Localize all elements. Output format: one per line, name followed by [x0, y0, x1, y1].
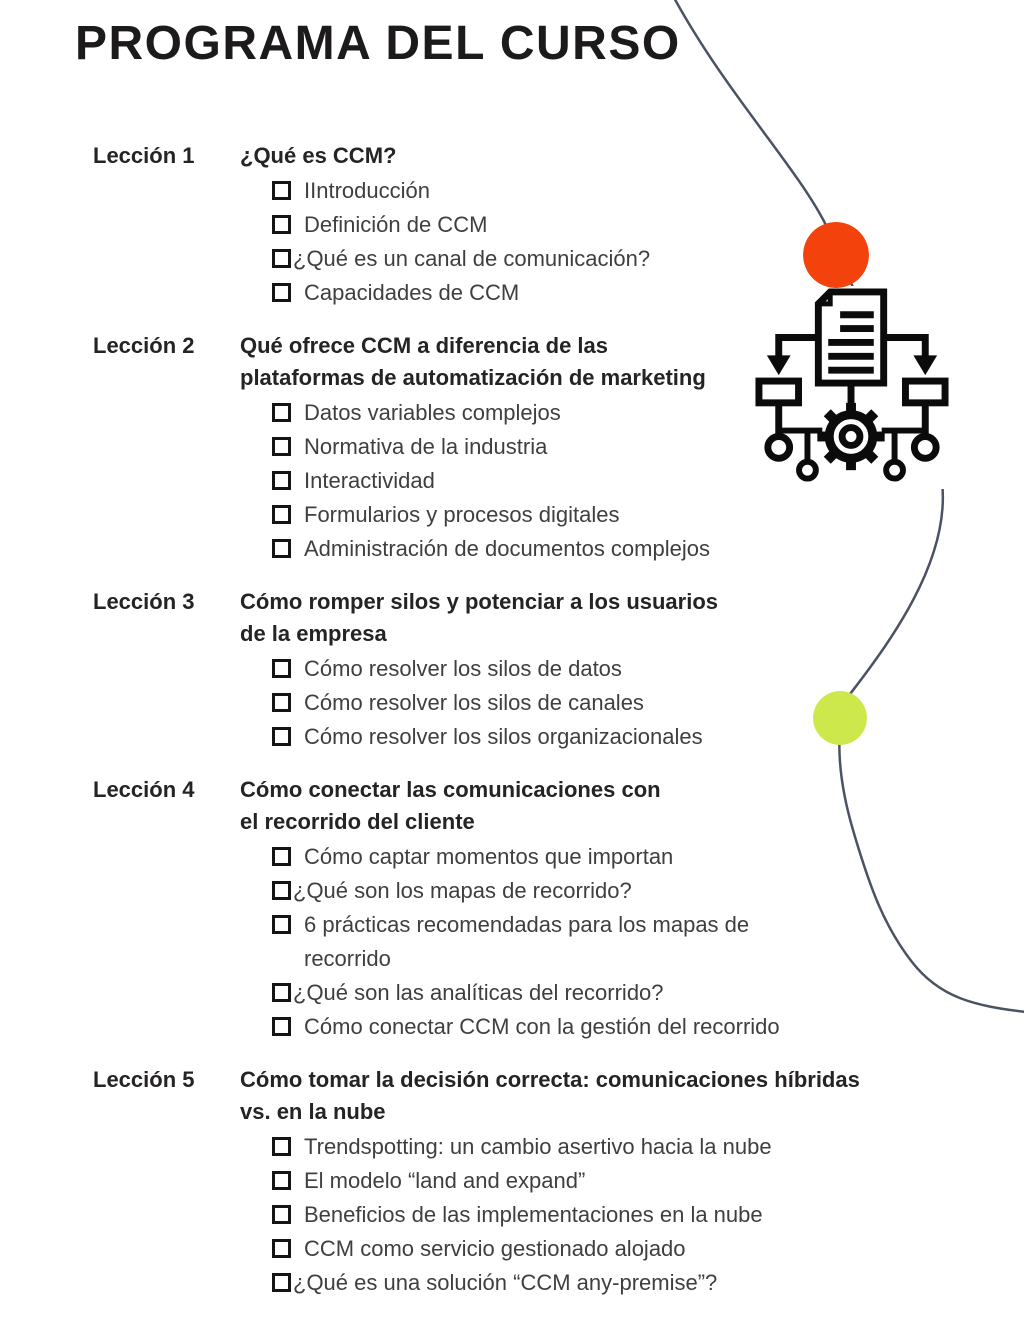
page-title: PROGRAMA DEL CURSO [75, 17, 681, 70]
checkbox[interactable] [272, 659, 291, 678]
item-label: El modelo “land and expand” [304, 1168, 586, 1193]
checkbox[interactable] [272, 539, 291, 558]
list-item: Cómo conectar CCM con la gestión del rec… [272, 1010, 903, 1044]
orange-accent-dot [803, 222, 869, 288]
list-item: 6 prácticas recomendadas para los mapas … [272, 908, 903, 976]
item-label: CCM como servicio gestionado alojado [304, 1236, 686, 1261]
checkbox[interactable] [272, 983, 291, 1002]
item-label: ¿Qué es una solución “CCM any-premise”? [293, 1270, 718, 1295]
lesson-5-label: Lección 5 [93, 1067, 195, 1092]
item-label: 6 prácticas recomendadas para los mapas … [304, 912, 750, 971]
lesson-list: Lección 1 ¿Qué es CCM? IIntroducción Def… [93, 140, 903, 1320]
lesson-2-title: plataformas de automatización de marketi… [240, 365, 706, 390]
item-label: Definición de CCM [304, 212, 488, 237]
lesson-2-title: Qué ofrece CCM a diferencia de las [240, 333, 609, 358]
checkbox[interactable] [272, 403, 291, 422]
checkbox[interactable] [272, 505, 291, 524]
item-label: Interactividad [304, 468, 435, 493]
lesson-5: Lección 5 Cómo tomar la decisión correct… [93, 1064, 903, 1300]
list-item: Datos variables complejos [272, 396, 903, 430]
list-item: ¿Qué son las analíticas del recorrido? [272, 976, 903, 1010]
checkbox[interactable] [272, 1171, 291, 1190]
checkbox[interactable] [272, 693, 291, 712]
lesson-4: Lección 4 Cómo conectar las comunicacion… [93, 774, 903, 1044]
checkbox[interactable] [272, 181, 291, 200]
item-label: IIntroducción [304, 178, 430, 203]
checkbox[interactable] [272, 915, 291, 934]
green-accent-dot [813, 691, 867, 745]
item-label: Cómo resolver los silos organizacionales [304, 724, 703, 749]
checkbox[interactable] [272, 437, 291, 456]
lesson-4-title: el recorrido del cliente [240, 809, 475, 834]
list-item: ¿Qué es un canal de comunicación? [272, 242, 903, 276]
lesson-5-title: Cómo tomar la decisión correcta: comunic… [240, 1067, 860, 1092]
lesson-1-title: ¿Qué es CCM? [240, 143, 397, 168]
item-label: Cómo captar momentos que importan [304, 844, 674, 869]
checkbox[interactable] [272, 1239, 291, 1258]
list-item: Cómo resolver los silos de datos [272, 652, 903, 686]
checkbox[interactable] [272, 249, 291, 268]
list-item: Normativa de la industria [272, 430, 903, 464]
list-item: Beneficios de las implementaciones en la… [272, 1198, 903, 1232]
lesson-2-label: Lección 2 [93, 333, 195, 358]
item-label: ¿Qué son los mapas de recorrido? [293, 878, 632, 903]
lesson-4-label: Lección 4 [93, 777, 195, 802]
lesson-5-title: vs. en la nube [240, 1099, 386, 1124]
item-label: Formularios y procesos digitales [304, 502, 620, 527]
lesson-3: Lección 3 Cómo romper silos y potenciar … [93, 586, 903, 754]
checkbox[interactable] [272, 215, 291, 234]
list-item: Trendspotting: un cambio asertivo hacia … [272, 1130, 903, 1164]
document-workflow-icon [753, 286, 951, 489]
item-label: Beneficios de las implementaciones en la… [304, 1202, 763, 1227]
item-label: Cómo conectar CCM con la gestión del rec… [304, 1014, 780, 1039]
checkbox[interactable] [272, 471, 291, 490]
list-item: El modelo “land and expand” [272, 1164, 903, 1198]
item-label: Trendspotting: un cambio asertivo hacia … [304, 1134, 772, 1159]
checkbox[interactable] [272, 881, 291, 900]
lesson-3-title: de la empresa [240, 621, 387, 646]
list-item: Cómo resolver los silos organizacionales [272, 720, 903, 754]
list-item: Interactividad [272, 464, 903, 498]
checkbox[interactable] [272, 1205, 291, 1224]
lesson-4-title: Cómo conectar las comunicaciones con [240, 777, 661, 802]
item-label: Capacidades de CCM [304, 280, 520, 305]
lesson-3-title: Cómo romper silos y potenciar a los usua… [240, 589, 719, 614]
list-item: Capacidades de CCM [272, 276, 903, 310]
checkbox[interactable] [272, 1137, 291, 1156]
lesson-2: Lección 2 Qué ofrece CCM a diferencia de… [93, 330, 903, 566]
item-label: Administración de documentos complejos [304, 536, 710, 561]
item-label: Cómo resolver los silos de canales [304, 690, 644, 715]
lesson-1-label: Lección 1 [93, 143, 195, 168]
list-item: Administración de documentos complejos [272, 532, 903, 566]
list-item: Definición de CCM [272, 208, 903, 242]
checkbox[interactable] [272, 283, 291, 302]
checkbox[interactable] [272, 1017, 291, 1036]
list-item: IIntroducción [272, 174, 903, 208]
list-item: ¿Qué son los mapas de recorrido? [272, 874, 903, 908]
item-label: ¿Qué son las analíticas del recorrido? [293, 980, 664, 1005]
list-item: Cómo resolver los silos de canales [272, 686, 903, 720]
item-label: ¿Qué es un canal de comunicación? [293, 246, 651, 271]
checkbox[interactable] [272, 727, 291, 746]
checkbox[interactable] [272, 847, 291, 866]
list-item: Formularios y procesos digitales [272, 498, 903, 532]
checkbox[interactable] [272, 1273, 291, 1292]
item-label: Datos variables complejos [304, 400, 561, 425]
item-label: Normativa de la industria [304, 434, 548, 459]
lesson-1: Lección 1 ¿Qué es CCM? IIntroducción Def… [93, 140, 903, 310]
list-item: ¿Qué es una solución “CCM any-premise”? [272, 1266, 903, 1300]
lesson-3-label: Lección 3 [93, 589, 195, 614]
item-label: Cómo resolver los silos de datos [304, 656, 622, 681]
list-item: CCM como servicio gestionado alojado [272, 1232, 903, 1266]
list-item: Cómo captar momentos que importan [272, 840, 903, 874]
